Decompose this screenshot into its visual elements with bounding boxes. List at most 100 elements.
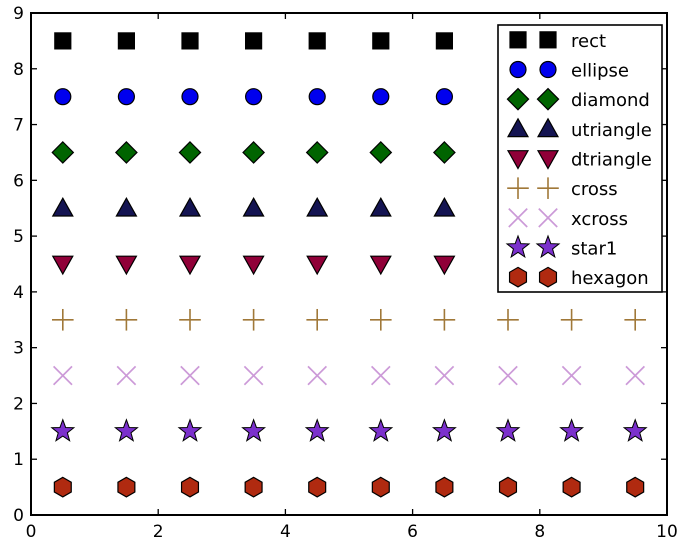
marker-hexagon: [508, 266, 528, 288]
marker-triangle-down: [506, 150, 530, 170]
legend-label: ellipse: [571, 61, 629, 82]
legend-label: star1: [571, 239, 617, 260]
legend-entry-xcross[interactable]: xcross: [508, 208, 628, 230]
marker-hexagon: [53, 476, 72, 498]
y-tick-label: 5: [13, 227, 24, 247]
legend-entry-diamond[interactable]: diamond: [506, 87, 650, 112]
marker-hexagon: [626, 476, 645, 498]
marker-diamond: [432, 141, 456, 164]
y-tick-label: 9: [13, 4, 24, 24]
y-tick-label: 8: [13, 60, 24, 80]
marker-diamond: [305, 141, 329, 164]
series-diamond: [51, 141, 456, 164]
y-tick-label: 4: [13, 283, 24, 303]
marker-star: [177, 418, 203, 442]
legend-label: cross: [571, 179, 618, 200]
marker-triangle-up: [506, 117, 530, 138]
marker-x: [243, 365, 264, 386]
marker-hexagon: [538, 266, 558, 288]
marker-diamond: [114, 141, 138, 164]
marker-x: [625, 365, 646, 386]
marker-star: [368, 418, 394, 442]
x-tick-label: 8: [534, 522, 545, 542]
marker-star: [431, 418, 457, 442]
series-rect: [54, 32, 453, 50]
marker-hexagon: [308, 476, 327, 498]
marker-star: [535, 234, 561, 259]
legend-entry-rect[interactable]: rect: [509, 31, 606, 52]
y-tick-label: 2: [13, 394, 24, 414]
marker-plus: [242, 308, 265, 331]
marker-square: [117, 32, 136, 50]
marker-triangle-up: [536, 117, 560, 138]
x-tick-label: 2: [153, 522, 164, 542]
marker-star: [50, 418, 76, 442]
series-dtriangle: [51, 255, 456, 276]
marker-star: [113, 418, 139, 442]
marker-plus: [560, 308, 583, 331]
x-tick-label: 10: [656, 522, 678, 542]
marker-hexagon: [117, 476, 136, 498]
marker-diamond: [369, 141, 393, 164]
marker-x: [180, 365, 200, 386]
marker-x: [561, 365, 582, 386]
marker-triangle-down: [306, 255, 329, 276]
marker-circle: [54, 88, 72, 106]
marker-plus: [537, 177, 559, 199]
legend-label: hexagon: [571, 268, 649, 289]
marker-triangle-up: [242, 196, 265, 217]
marker-x: [370, 365, 391, 386]
marker-triangle-down: [242, 255, 265, 276]
marker-triangle-down: [536, 150, 560, 170]
series-cross: [52, 308, 646, 331]
marker-circle: [372, 88, 390, 106]
marker-triangle-down: [178, 255, 202, 276]
marker-plus: [433, 308, 456, 331]
series-utriangle: [51, 196, 456, 217]
marker-hexagon: [562, 476, 581, 498]
marker-hexagon: [371, 476, 390, 498]
y-tick-label: 0: [13, 506, 24, 526]
marker-diamond: [506, 87, 530, 111]
marker-x: [498, 365, 518, 386]
data-markers: [50, 32, 648, 498]
legend-entry-ellipse[interactable]: ellipse: [509, 60, 629, 82]
marker-plus: [624, 308, 646, 331]
marker-circle: [509, 60, 527, 79]
marker-triangle-up: [306, 196, 329, 217]
legend-label: dtriangle: [571, 150, 652, 171]
series-ellipse: [54, 88, 453, 106]
marker-circle: [245, 88, 263, 106]
marker-diamond: [242, 141, 266, 164]
legend-entry-hexagon[interactable]: hexagon: [508, 266, 649, 289]
marker-x: [116, 365, 137, 386]
series-hexagon: [53, 476, 645, 498]
series-star1: [50, 418, 648, 442]
marker-plus: [306, 308, 328, 331]
x-tick-label: 6: [407, 522, 418, 542]
marker-circle: [435, 88, 453, 106]
marker-triangle-up: [369, 196, 392, 217]
marker-triangle-down: [51, 255, 74, 276]
legend-entry-dtriangle[interactable]: dtriangle: [506, 150, 652, 171]
legend-entry-star1[interactable]: star1: [505, 234, 617, 260]
marker-plus: [179, 308, 201, 331]
marker-star: [304, 418, 330, 442]
legend-entry-cross[interactable]: cross: [507, 177, 618, 200]
marker-star: [495, 418, 521, 442]
marker-square: [245, 32, 263, 50]
marker-square: [181, 32, 199, 50]
marker-square: [509, 31, 527, 49]
series-xcross: [52, 365, 646, 386]
y-tick-label: 7: [13, 116, 24, 136]
marker-hexagon: [244, 476, 263, 498]
marker-x: [538, 208, 558, 228]
marker-star: [559, 418, 585, 442]
marker-triangle-down: [369, 255, 392, 276]
marker-circle: [539, 60, 557, 79]
marker-x: [52, 365, 73, 386]
legend-entry-utriangle[interactable]: utriangle: [506, 117, 652, 141]
marker-x: [434, 365, 455, 386]
marker-square: [539, 31, 557, 49]
